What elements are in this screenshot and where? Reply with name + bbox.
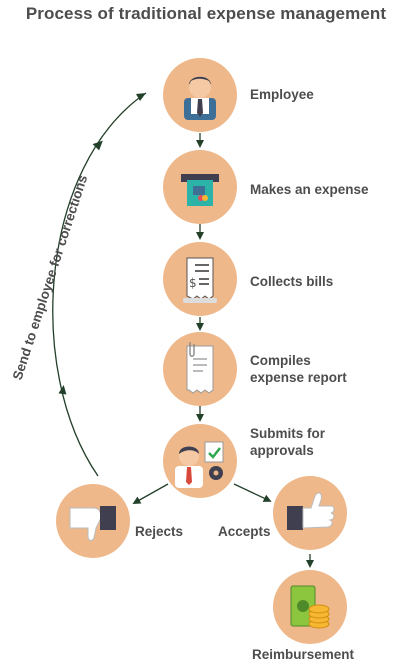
employee-icon [184,76,216,120]
accepts-node [273,476,347,550]
bill-receipt-icon: $ [183,257,217,303]
compile-node [163,332,237,406]
expense-node [163,150,237,224]
svg-text:$: $ [189,276,197,290]
label-expense: Makes an expense [250,182,369,197]
label-reimbursement: Reimbursement [252,647,355,662]
money-coins-icon [290,585,330,629]
arrow-submit-rejects [132,483,169,504]
thumbs-down-icon [69,506,116,541]
label-rejects: Rejects [135,524,184,539]
rejects-node [56,484,130,558]
atm-card-icon [181,174,219,206]
label-compile-1: Compiles [250,353,311,368]
report-document-icon [186,342,214,394]
label-submit-1: Submits for [250,426,326,441]
label-bills: Collects bills [250,274,334,289]
thumbs-up-icon [287,492,335,530]
bills-node: $ [163,242,237,316]
label-compile-2: expense report [250,370,347,385]
label-submit-2: approvals [250,443,314,458]
submit-node [163,424,237,498]
reimburse-node [273,570,347,644]
employee-node [163,58,237,132]
diagram-title: Process of traditional expense managemen… [25,4,387,23]
loop-back-arc [52,92,147,477]
label-accepts: Accepts [218,524,271,539]
arrow-submit-accepts [233,483,272,502]
approver-icon [175,441,224,488]
label-employee: Employee [250,87,314,102]
